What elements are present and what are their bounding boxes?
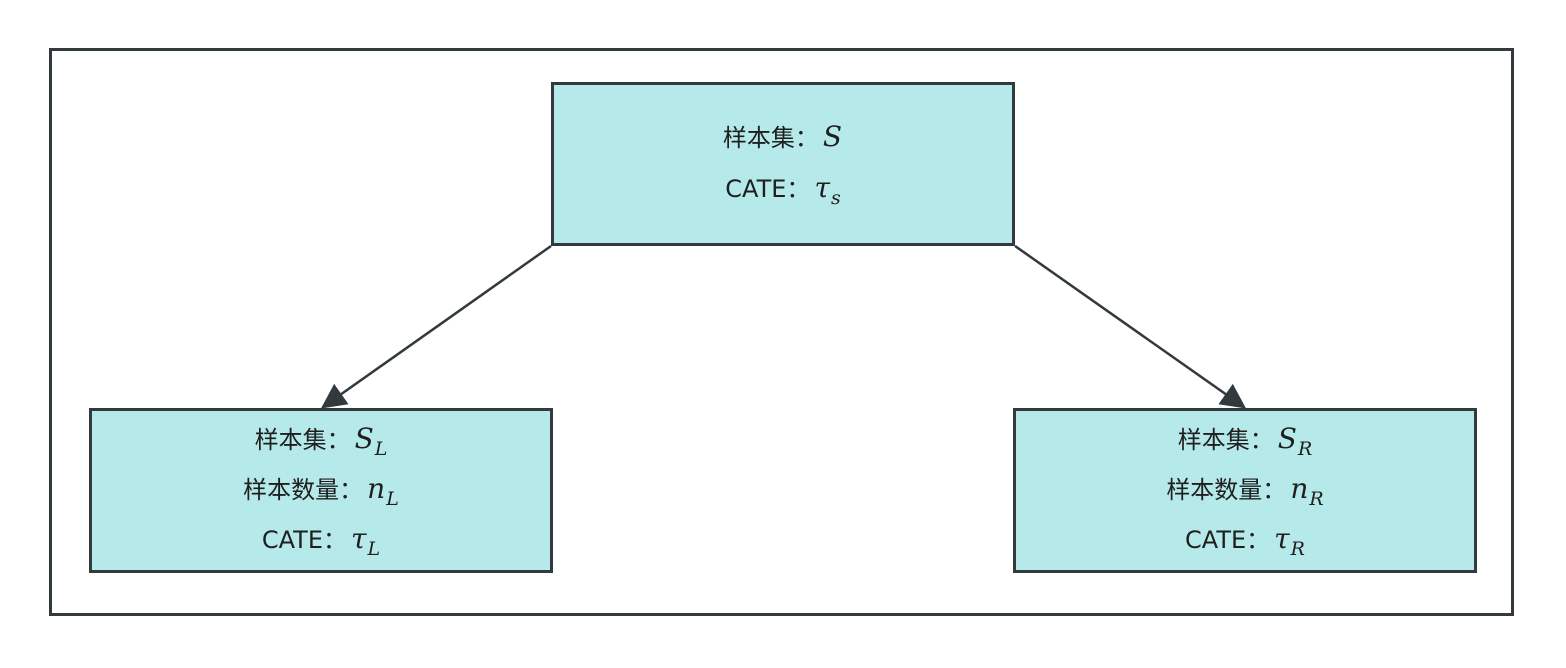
right-count-subscript: R [1309, 488, 1324, 510]
edge-root-to-right [1014, 244, 1247, 409]
left-cate-symbol: τ [351, 522, 367, 555]
right-cate-subscript: R [1290, 538, 1305, 560]
left-cate-label: CATE： [261, 526, 347, 554]
right-sample-symbol: S [1277, 422, 1297, 455]
root-sample-symbol: S [822, 120, 843, 153]
right-count-label: 样本数量： [1166, 476, 1287, 504]
left-count-subscript: L [386, 488, 399, 510]
root-cate-subscript: s [830, 187, 841, 209]
edge-root-to-left [320, 244, 552, 409]
root-node: 样本集： S CATE： τ s [551, 82, 1015, 246]
left-count-line: 样本数量： n L [243, 470, 399, 511]
root-cate-label: CATE： [725, 175, 811, 203]
root-cate-symbol: τ [814, 171, 830, 204]
left-count-label: 样本数量： [243, 476, 364, 504]
right-count-symbol: n [1290, 472, 1309, 505]
left-cate-subscript: L [367, 538, 381, 560]
left-sample-subscript: L [374, 438, 388, 460]
right-cate-line: CATE： τ R [1185, 520, 1305, 561]
left-count-symbol: n [367, 472, 386, 505]
right-sample-subscript: R [1297, 438, 1313, 460]
right-sample-label: 样本集： [1177, 426, 1274, 454]
left-sample-line: 样本集： S L [255, 420, 388, 461]
left-sample-label: 样本集： [254, 426, 351, 454]
diagram-frame [49, 48, 1514, 616]
left-child-node: 样本集： S L 样本数量： n L CATE： τ L [89, 408, 553, 573]
right-cate-symbol: τ [1274, 522, 1290, 555]
root-sample-label: 样本集： [722, 124, 819, 152]
right-sample-line: 样本集： S R [1178, 420, 1313, 461]
root-cate-line: CATE： τ s [725, 169, 840, 210]
right-child-node: 样本集： S R 样本数量： n R CATE： τ R [1013, 408, 1477, 573]
right-cate-label: CATE： [1185, 526, 1271, 554]
right-count-line: 样本数量： n R [1166, 470, 1323, 511]
root-sample-line: 样本集： S [723, 118, 843, 157]
left-cate-line: CATE： τ L [262, 520, 380, 561]
left-sample-symbol: S [354, 422, 374, 455]
